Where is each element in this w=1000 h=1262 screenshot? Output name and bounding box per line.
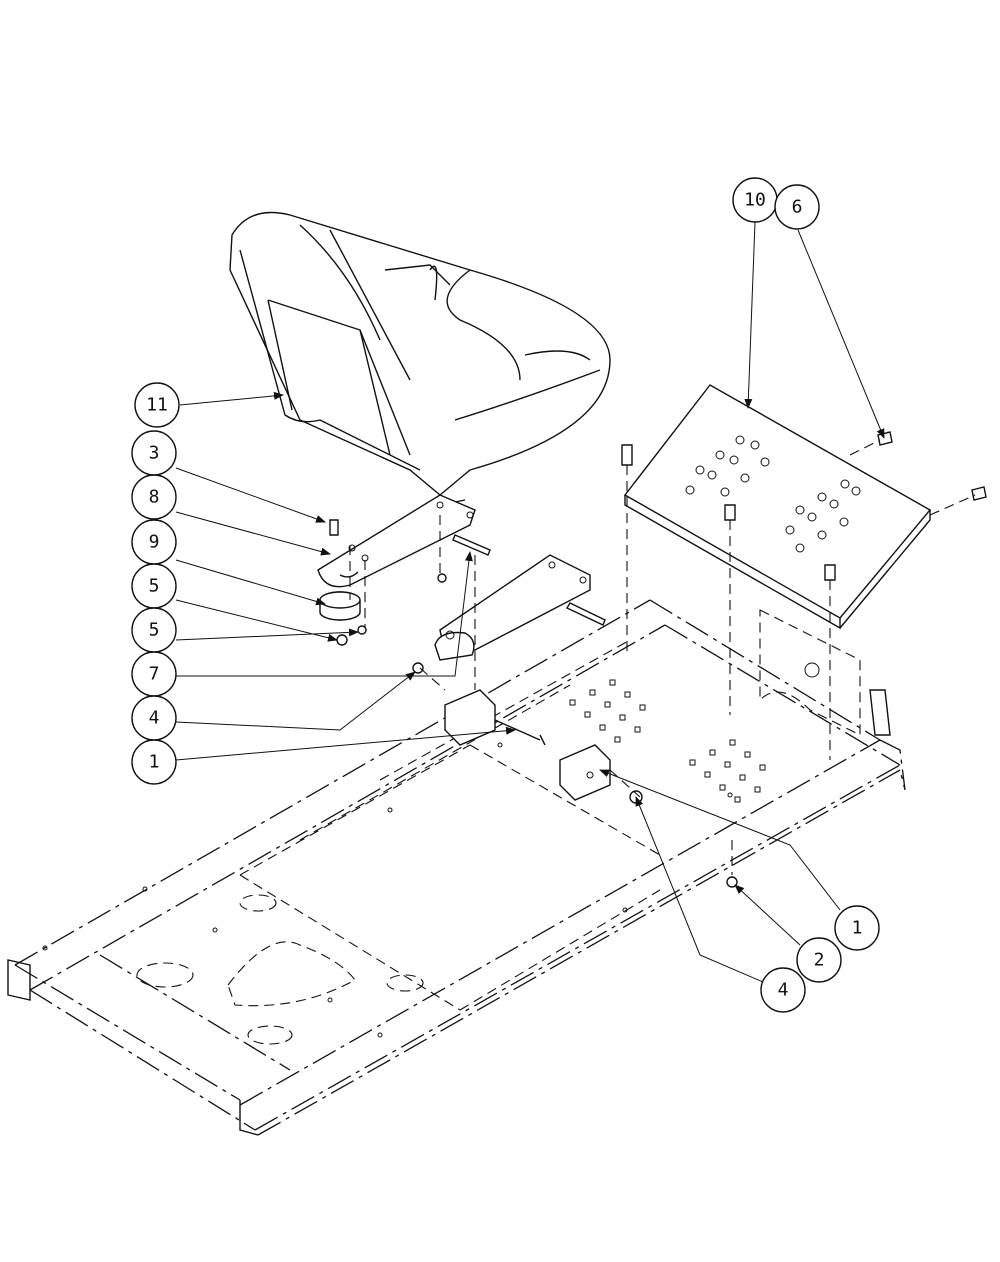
callout-8: 8	[131, 474, 177, 520]
callout-2: 2	[796, 937, 842, 983]
callout-9: 9	[131, 519, 177, 565]
callout-5-lower: 5	[131, 607, 177, 653]
callout-7: 7	[131, 651, 177, 697]
assembly-centerlines	[349, 439, 976, 875]
callout-5-upper: 5	[131, 563, 177, 609]
callouts: 11 3 8 9 5 5 7 4	[131, 177, 880, 1013]
seat	[229, 211, 611, 506]
callout-10: 10	[732, 177, 778, 223]
hinge-bracket-right	[559, 744, 611, 801]
svg-text:4: 4	[149, 708, 160, 729]
svg-text:9: 9	[149, 532, 160, 553]
pivot-rod	[452, 534, 606, 626]
callout-6: 6	[774, 184, 820, 230]
chassis-frame	[7, 599, 906, 1136]
callout-3: 3	[131, 430, 177, 476]
seat-slide-bracket	[434, 554, 591, 661]
rear-panel	[759, 609, 891, 736]
callout-1-left: 1	[131, 739, 177, 785]
svg-text:11: 11	[146, 395, 168, 416]
leader-lines	[175, 221, 885, 986]
callout-4-left: 4	[131, 695, 177, 741]
callout-1-right: 1	[834, 905, 880, 951]
seat-mount-plate	[317, 494, 476, 588]
svg-text:10: 10	[744, 190, 766, 211]
svg-text:7: 7	[149, 664, 160, 685]
svg-text:4: 4	[778, 980, 789, 1001]
nuts	[336, 573, 738, 888]
svg-text:6: 6	[792, 197, 803, 218]
svg-text:3: 3	[149, 443, 160, 464]
hinge-bracket-left	[444, 689, 546, 746]
rubber-bumper	[319, 591, 361, 621]
svg-text:2: 2	[814, 950, 825, 971]
floor-grip-pattern	[569, 679, 766, 803]
svg-text:5: 5	[149, 620, 160, 641]
svg-text:1: 1	[149, 752, 160, 773]
svg-text:8: 8	[149, 487, 160, 508]
svg-text:5: 5	[149, 576, 160, 597]
callout-4-right: 4	[760, 967, 806, 1013]
svg-text:1: 1	[852, 918, 863, 939]
foot-plate	[623, 384, 932, 630]
foot-plate-holes	[685, 435, 861, 553]
bolts	[329, 431, 987, 581]
callout-11: 11	[134, 382, 180, 428]
